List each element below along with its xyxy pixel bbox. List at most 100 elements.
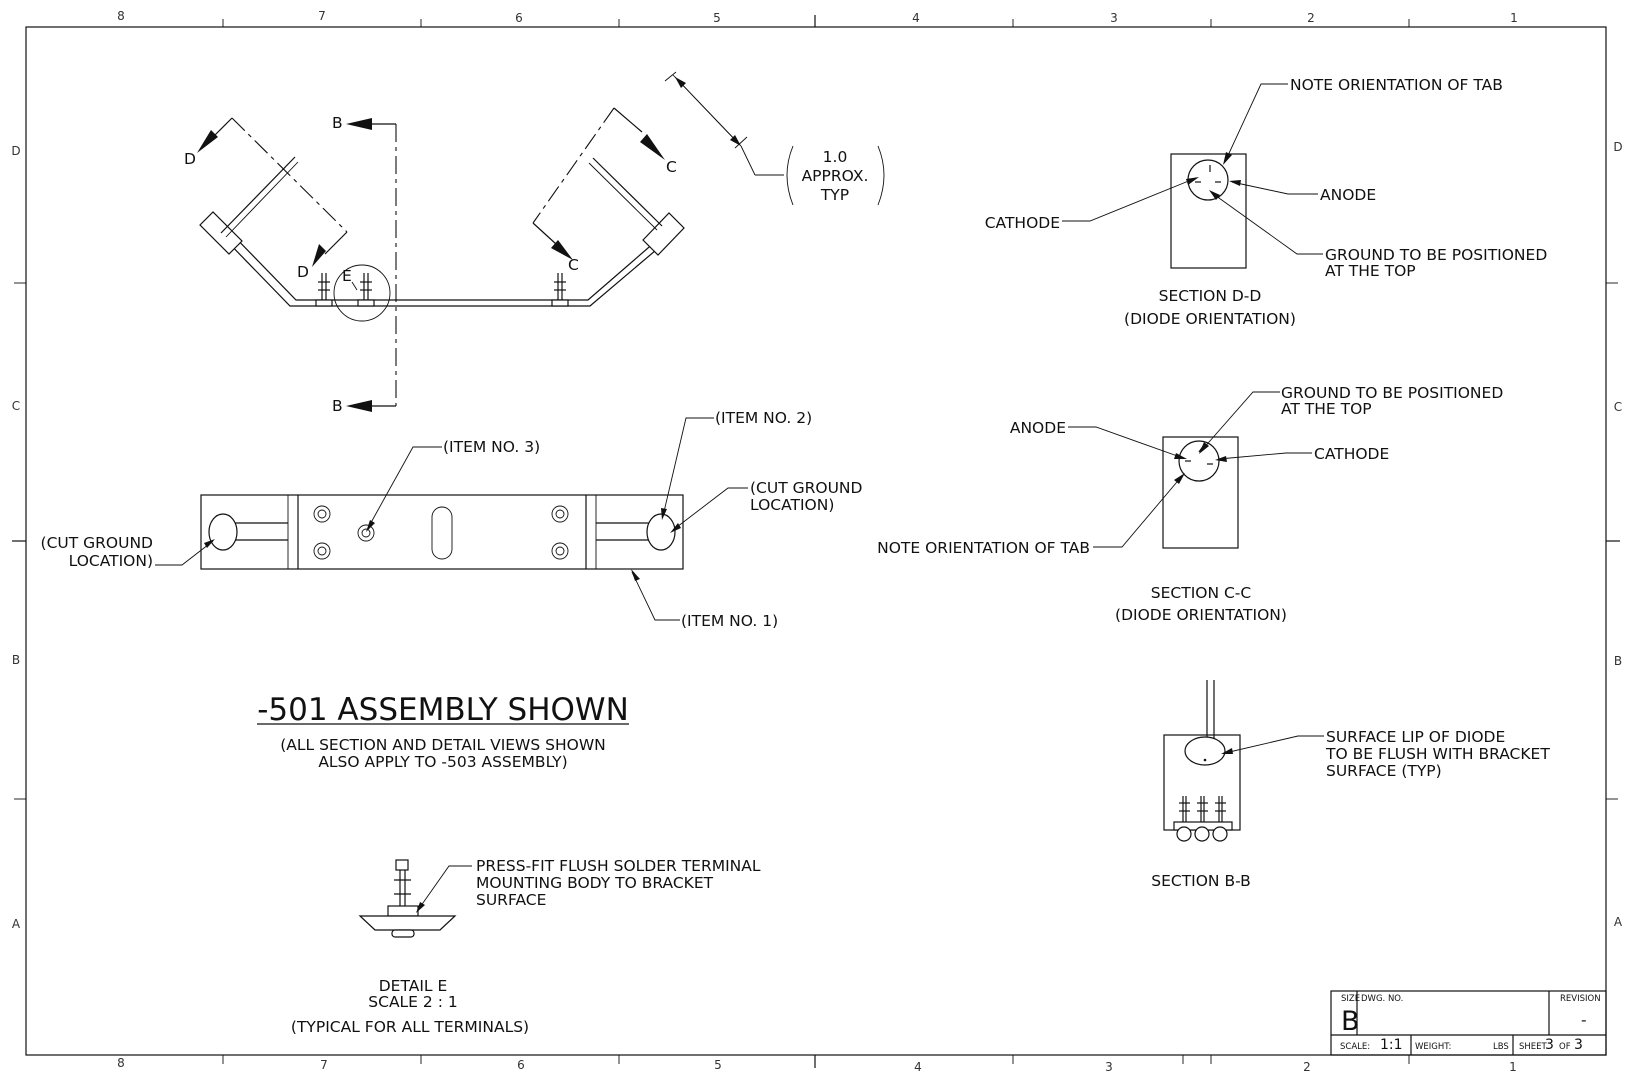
tb-rev-label: REVISION	[1560, 994, 1601, 1004]
detail-e-title: DETAIL E	[379, 977, 448, 995]
detail-e-label: E	[342, 267, 352, 285]
main-view: D D C C B B E	[184, 71, 885, 415]
terminal-row	[1173, 796, 1233, 842]
zone-col-bottom: 6	[517, 1058, 525, 1072]
zone-col-top: 2	[1307, 11, 1315, 25]
item-3-label: (ITEM NO. 3)	[443, 438, 540, 456]
tb-sheet-label: SHEET	[1519, 1042, 1548, 1052]
section-bb-view: SURFACE LIP OF DIODE TO BE FLUSH WITH BR…	[1151, 680, 1550, 890]
section-cc-tab-note: NOTE ORIENTATION OF TAB	[877, 539, 1090, 557]
terminal	[551, 273, 569, 307]
assembly-notes: -501 ASSEMBLY SHOWN (ALL SECTION AND DET…	[257, 692, 629, 771]
section-b-cut-line: B B	[332, 114, 397, 415]
section-dd-tab-note: NOTE ORIENTATION OF TAB	[1290, 76, 1503, 94]
section-b-label-bottom: B	[332, 397, 343, 415]
section-bb-note-line2: TO BE FLUSH WITH BRACKET	[1325, 745, 1550, 763]
zone-col-bottom: 3	[1105, 1060, 1113, 1074]
tb-weight-unit: LBS	[1493, 1042, 1509, 1052]
section-c-label-top: C	[666, 158, 677, 176]
zone-col-top: 8	[117, 9, 125, 23]
section-dd-ground-line1: GROUND TO BE POSITIONED	[1325, 246, 1547, 264]
section-d-label-top: D	[184, 150, 196, 168]
section-cc-view: GROUND TO BE POSITIONED AT THE TOP ANODE…	[877, 384, 1503, 624]
section-cc-subtitle: (DIODE ORIENTATION)	[1115, 606, 1287, 624]
assembly-note-line2: ALSO APPLY TO -503 ASSEMBLY)	[318, 753, 567, 771]
section-d-cut-line: D D	[184, 117, 348, 281]
terminal	[357, 273, 375, 307]
section-dd-cathode: CATHODE	[985, 214, 1060, 232]
section-dd-view: NOTE ORIENTATION OF TAB ANODE CATHODE GR…	[985, 76, 1548, 328]
section-bb-note-line3: SURFACE (TYP)	[1326, 762, 1442, 780]
detail-e-typical: (TYPICAL FOR ALL TERMINALS)	[291, 1018, 529, 1036]
section-bb-note-line1: SURFACE LIP OF DIODE	[1326, 728, 1505, 746]
zone-col-top: 1	[1510, 11, 1518, 25]
zone-col-top: 3	[1110, 11, 1118, 25]
zone-col-top: 6	[515, 11, 523, 25]
section-cc-ground-line2: AT THE TOP	[1281, 400, 1372, 418]
title-block: SIZE B DWG. NO. REVISION - SCALE: 1:1 WE…	[1330, 990, 1607, 1056]
diode-left	[208, 513, 238, 551]
section-dd-subtitle: (DIODE ORIENTATION)	[1124, 310, 1296, 328]
tb-of-label: OF	[1559, 1042, 1571, 1052]
section-b-label-top: B	[332, 114, 343, 132]
terminal	[315, 273, 333, 307]
bracket-profile	[199, 156, 685, 322]
tb-size-label: SIZE	[1341, 994, 1360, 1004]
item-2-label: (ITEM NO. 2)	[715, 409, 812, 427]
dimension-typ: TYP	[820, 186, 849, 204]
tb-sheets-value: 3	[1574, 1037, 1583, 1053]
tb-sheet-value: 3	[1545, 1037, 1554, 1053]
dimension-callout: 1.0 APPROX. TYP	[664, 71, 885, 206]
dimension-approx: APPROX.	[802, 167, 869, 185]
section-cc-cathode: CATHODE	[1314, 445, 1389, 463]
tb-rev-value: -	[1581, 1011, 1587, 1029]
dimension-value: 1.0	[823, 148, 848, 166]
section-cc-anode: ANODE	[1010, 419, 1066, 437]
section-d-label-bottom: D	[297, 263, 309, 281]
cut-ground-left-line2: LOCATION)	[69, 552, 153, 570]
slot	[431, 506, 453, 560]
zone-row-left: D	[11, 144, 20, 158]
detail-e-note-line2: MOUNTING BODY TO BRACKET	[476, 874, 714, 892]
zone-row-left: A	[12, 917, 21, 931]
section-c-cut-line: C C	[532, 107, 677, 274]
zone-row-right: C	[1614, 400, 1622, 414]
section-bb-title: SECTION B-B	[1151, 872, 1251, 890]
detail-e-note-line1: PRESS-FIT FLUSH SOLDER TERMINAL	[476, 857, 761, 875]
cut-ground-right-line2: LOCATION)	[750, 496, 834, 514]
tb-size-value: B	[1341, 1006, 1360, 1037]
zone-col-bottom: 4	[914, 1060, 922, 1074]
zone-col-bottom: 2	[1303, 1060, 1311, 1074]
detail-e-scale: SCALE 2 : 1	[368, 993, 457, 1011]
zone-col-bottom: 8	[117, 1056, 125, 1070]
tb-scale-value: 1:1	[1380, 1037, 1403, 1053]
plan-view: (ITEM NO. 3) (ITEM NO. 2) (CUT GROUND LO…	[41, 409, 863, 630]
item-1-label: (ITEM NO. 1)	[681, 612, 778, 630]
zone-row-right: B	[1614, 654, 1622, 668]
zone-row-left: B	[12, 653, 20, 667]
assembly-title: -501 ASSEMBLY SHOWN	[257, 692, 629, 728]
cut-ground-left-line1: (CUT GROUND	[41, 534, 154, 552]
tb-scale-label: SCALE:	[1340, 1042, 1370, 1052]
tb-weight-label: WEIGHT:	[1415, 1042, 1451, 1052]
section-dd-anode: ANODE	[1320, 186, 1376, 204]
zone-row-right: D	[1613, 140, 1622, 154]
section-c-label-bottom: C	[568, 256, 579, 274]
sheet-border	[12, 15, 1620, 1068]
zone-col-bottom: 7	[320, 1058, 328, 1072]
zone-row-left: C	[12, 399, 20, 413]
section-dd-ground-line2: AT THE TOP	[1325, 262, 1416, 280]
section-cc-ground-line1: GROUND TO BE POSITIONED	[1281, 384, 1503, 402]
diode-right	[646, 513, 676, 551]
section-cc-title: SECTION C-C	[1151, 584, 1251, 602]
section-dd-title: SECTION D-D	[1159, 287, 1262, 305]
zone-col-top: 7	[318, 9, 326, 23]
zone-col-top: 4	[912, 11, 920, 25]
detail-e-view: PRESS-FIT FLUSH SOLDER TERMINAL MOUNTING…	[291, 857, 761, 1036]
tb-dwg-label: DWG. NO.	[1361, 994, 1403, 1004]
zone-col-bottom: 1	[1509, 1060, 1517, 1074]
zone-col-bottom: 5	[714, 1058, 722, 1072]
assembly-note-line1: (ALL SECTION AND DETAIL VIEWS SHOWN	[280, 736, 606, 754]
zone-col-top: 5	[713, 11, 721, 25]
